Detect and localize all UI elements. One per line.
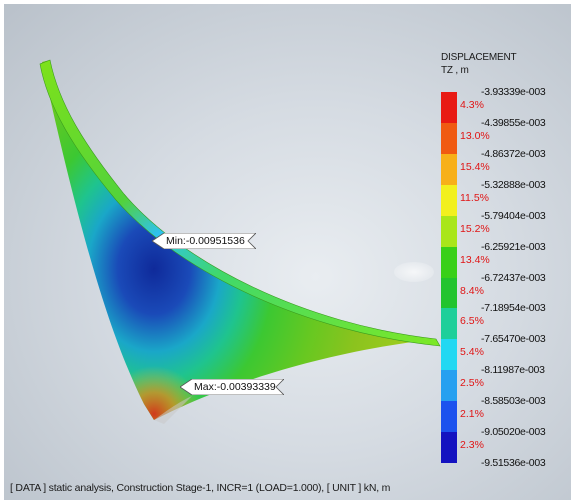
max-marker-label: Max:-0.00393339 bbox=[194, 381, 276, 393]
legend-color-block bbox=[441, 92, 457, 124]
legend-value-label: -7.18954e-003 bbox=[481, 302, 546, 315]
legend-value-label: -9.51536e-003 bbox=[481, 457, 546, 469]
legend-percent-label: 2.3% bbox=[460, 439, 484, 452]
min-marker-flag bbox=[152, 233, 256, 249]
legend-percent-label: 13.0% bbox=[460, 129, 490, 142]
legend-title: DISPLACEMENT bbox=[441, 52, 517, 63]
legend-color-block bbox=[441, 153, 457, 186]
legend-color-block bbox=[441, 339, 457, 371]
legend-value-label: -3.93339e-003 bbox=[481, 86, 546, 98]
legend-value-label: -4.39855e-003 bbox=[481, 116, 546, 129]
legend-percent-label: 6.5% bbox=[460, 315, 484, 328]
max-marker-flag bbox=[180, 379, 284, 395]
model-viewport[interactable]: Min:-0.00951536 Max:-0.00393339 DISPLACE… bbox=[4, 4, 571, 500]
legend-value-label: -6.72437e-003 bbox=[481, 271, 546, 284]
shell-model[interactable] bbox=[4, 4, 571, 500]
legend-value-label: -8.11987e-003 bbox=[481, 364, 545, 377]
status-bar: [ DATA ] static analysis, Construction S… bbox=[10, 482, 391, 494]
legend-color-block bbox=[441, 432, 457, 464]
legend-color-block bbox=[441, 215, 457, 248]
legend-color-block bbox=[441, 122, 457, 155]
legend-percent-label: 2.5% bbox=[460, 377, 484, 390]
legend-percent-label: 2.1% bbox=[460, 408, 484, 421]
legend-color-block bbox=[441, 246, 457, 278]
legend-color-block bbox=[441, 277, 457, 309]
legend-value-label: -4.86372e-003 bbox=[481, 147, 546, 160]
legend-percent-label: 4.3% bbox=[460, 99, 484, 111]
legend-value-label: -7.65470e-003 bbox=[481, 333, 546, 346]
background-glare bbox=[394, 262, 434, 282]
legend-color-block bbox=[441, 401, 457, 433]
legend-value-label: -9.05020e-003 bbox=[481, 426, 546, 439]
legend-subtitle: TZ , m bbox=[441, 65, 469, 76]
legend-value-label: -8.58503e-003 bbox=[481, 395, 546, 408]
legend-percent-label: 15.4% bbox=[460, 160, 490, 173]
legend-color-block bbox=[441, 370, 457, 402]
legend-percent-label: 11.5% bbox=[460, 191, 489, 204]
legend-value-label: -6.25921e-003 bbox=[481, 240, 546, 253]
legend-value-label: -5.79404e-003 bbox=[481, 209, 546, 222]
legend-percent-label: 8.4% bbox=[460, 284, 484, 297]
legend-color-bar bbox=[441, 92, 457, 464]
legend-percent-label: 15.2% bbox=[460, 222, 490, 235]
min-marker: Min:-0.00951536 bbox=[152, 233, 256, 249]
legend-percent-label: 13.4% bbox=[460, 253, 490, 266]
legend-color-block bbox=[441, 184, 457, 217]
min-marker-label: Min:-0.00951536 bbox=[166, 235, 245, 247]
legend-color-block bbox=[441, 308, 457, 340]
legend-percent-label: 5.4% bbox=[460, 346, 484, 359]
shell-surface bbox=[39, 59, 441, 424]
legend-value-label: -5.32888e-003 bbox=[481, 178, 546, 191]
max-marker: Max:-0.00393339 bbox=[180, 379, 284, 395]
